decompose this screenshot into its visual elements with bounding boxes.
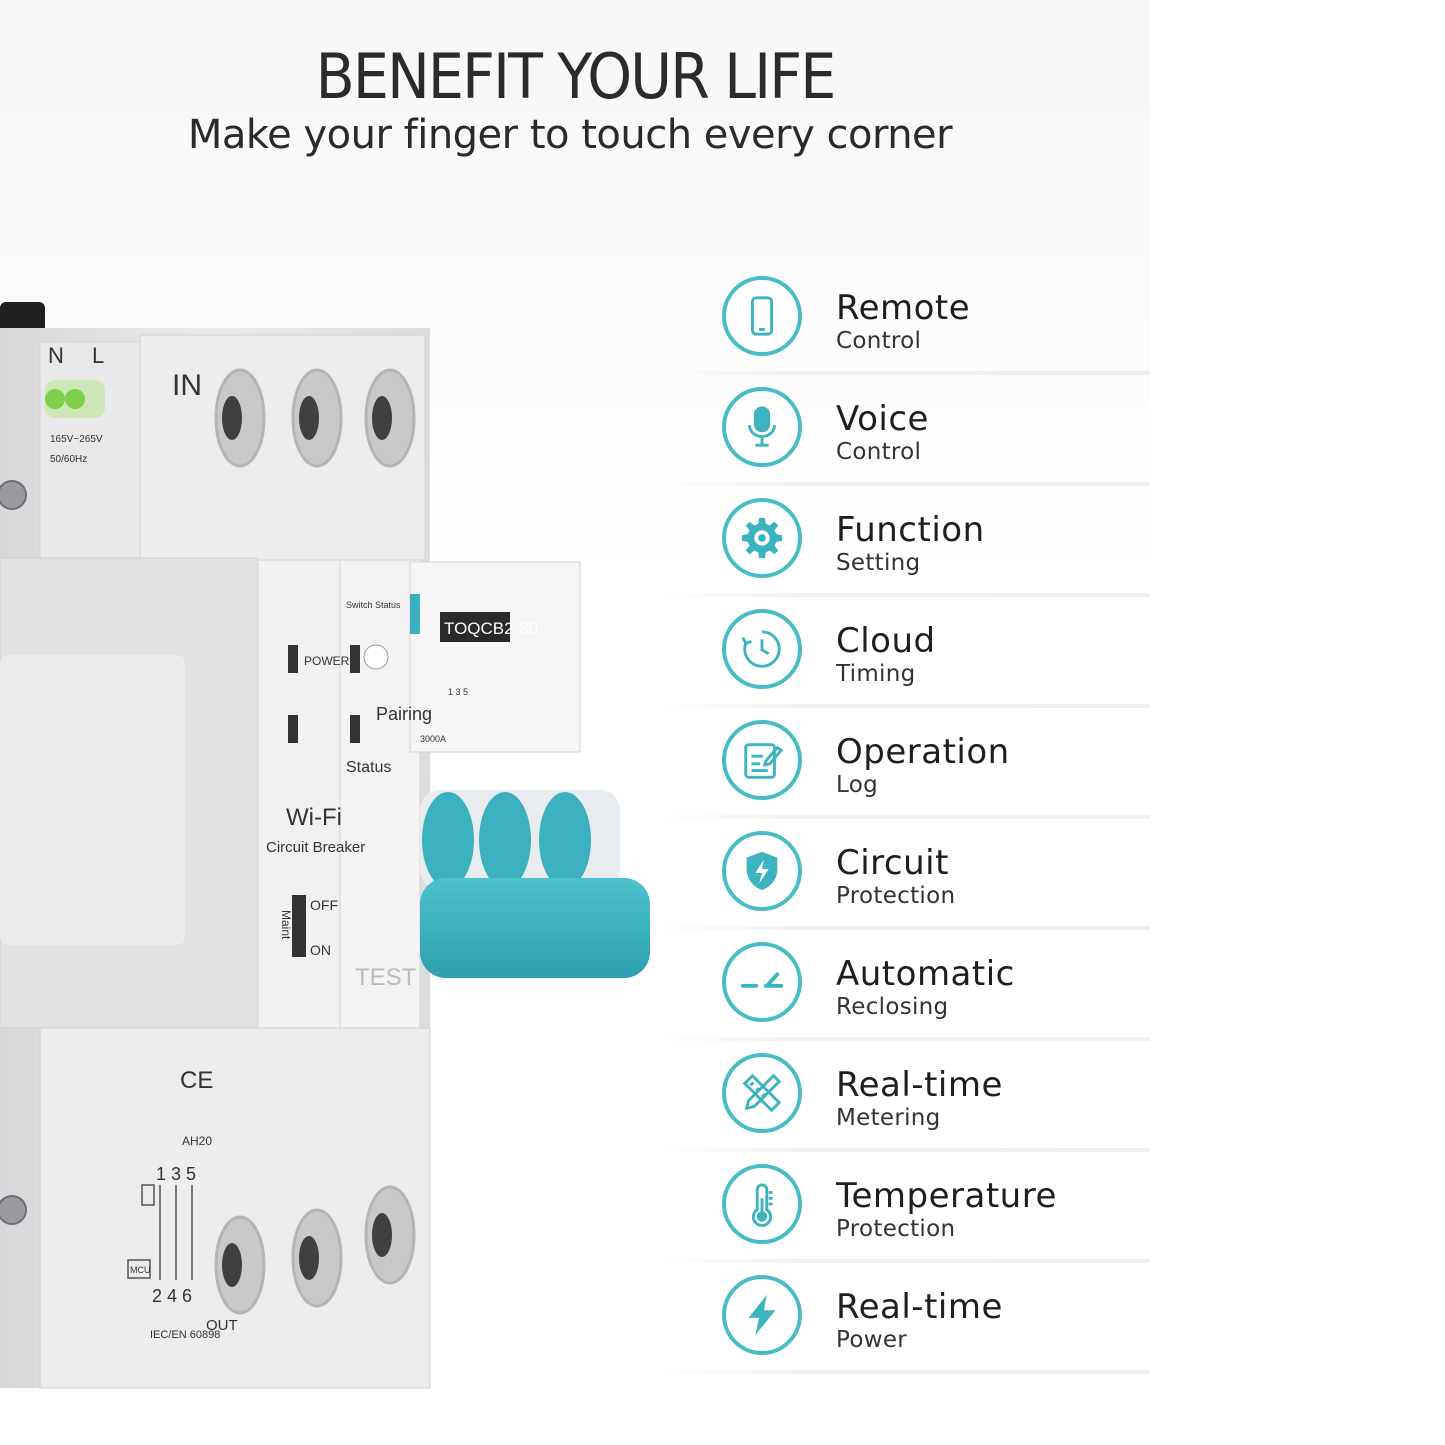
- phone-icon: [722, 276, 802, 356]
- feature-operation-log: Operation Log: [660, 714, 1150, 825]
- ruler-pencil-icon: [722, 1053, 802, 1133]
- feature-voice-control: Voice Control: [660, 381, 1150, 492]
- feature-list: Remote Control Voice Control Function Se…: [660, 270, 1150, 1380]
- feature-title: Function: [836, 510, 985, 550]
- circuit-breaker-image: N L IN 165V~265V 50/60Hz POWER Switch St…: [0, 280, 660, 1400]
- feature-subtitle: Setting: [836, 550, 921, 576]
- feature-subtitle: Power: [836, 1327, 908, 1353]
- feature-subtitle: Timing: [836, 661, 916, 687]
- feature-function-setting: Function Setting: [660, 492, 1150, 603]
- feature-title: Temperature: [836, 1176, 1057, 1216]
- feature-title: Circuit: [836, 843, 949, 883]
- divider: [660, 593, 1150, 597]
- label-model: TOQCB2-80: [444, 619, 538, 638]
- feature-subtitle: Metering: [836, 1105, 941, 1131]
- label-terminals-top-small: 1 3 5: [448, 687, 468, 697]
- feature-subtitle: Reclosing: [836, 994, 949, 1020]
- feature-subtitle: Protection: [836, 883, 956, 909]
- divider: [660, 482, 1150, 486]
- label-wifi: Wi-Fi: [286, 804, 342, 831]
- feature-title: Real-time: [836, 1065, 1003, 1105]
- feature-title: Real-time: [836, 1287, 1003, 1327]
- feature-title: Automatic: [836, 954, 1015, 994]
- divider: [660, 815, 1150, 819]
- divider: [660, 371, 1150, 375]
- label-mcu: MCU: [130, 1265, 151, 1275]
- feature-real-time-power: Real-time Power: [660, 1269, 1150, 1380]
- feature-title: Voice: [836, 399, 929, 439]
- label-in: IN: [172, 369, 202, 402]
- divider: [660, 1037, 1150, 1041]
- label-frequency: 50/60Hz: [50, 454, 87, 465]
- page-title: BENEFIT YOUR LIFE: [315, 40, 837, 113]
- shield-bolt-icon: [722, 831, 802, 911]
- feature-subtitle: Control: [836, 328, 922, 354]
- label-pairing: Pairing: [376, 704, 432, 724]
- label-off: OFF: [310, 897, 338, 913]
- feature-title: Cloud: [836, 621, 936, 661]
- feature-automatic-reclosing: Automatic Reclosing: [660, 936, 1150, 1047]
- feature-title: Remote: [836, 288, 971, 328]
- label-power: POWER: [304, 654, 350, 668]
- edit-log-icon: [722, 720, 802, 800]
- label-standard: IEC/EN 60898: [150, 1329, 220, 1341]
- label-on: ON: [310, 942, 331, 958]
- feature-subtitle: Log: [836, 772, 878, 798]
- label-n: N: [48, 343, 64, 368]
- feature-subtitle: Control: [836, 439, 922, 465]
- divider: [660, 704, 1150, 708]
- divider: [660, 926, 1150, 930]
- label-rating: 3000A: [420, 734, 446, 744]
- label-terminals-top: 1 3 5: [156, 1164, 196, 1184]
- switch-reclose-icon: [722, 942, 802, 1022]
- label-test: TEST: [355, 964, 417, 991]
- feature-circuit-protection: Circuit Protection: [660, 825, 1150, 936]
- feature-real-time-metering: Real-time Metering: [660, 1047, 1150, 1158]
- label-circuit-breaker: Circuit Breaker: [266, 839, 365, 856]
- label-out: OUT: [206, 1317, 238, 1334]
- label-voltage: 165V~265V: [50, 434, 103, 445]
- lightning-icon: [722, 1275, 802, 1355]
- label-terminals-bottom: 2 4 6: [152, 1286, 192, 1306]
- label-maint: Maint: [279, 910, 293, 940]
- label-status: Status: [346, 759, 391, 776]
- feature-cloud-timing: Cloud Timing: [660, 603, 1150, 714]
- divider: [660, 1370, 1150, 1374]
- divider: [660, 1148, 1150, 1152]
- label-l: L: [92, 343, 104, 368]
- thermometer-icon: [722, 1164, 802, 1244]
- feature-title: Operation: [836, 732, 1010, 772]
- divider: [660, 1259, 1150, 1263]
- page-subtitle: Make your finger to touch every corner: [187, 112, 953, 158]
- microphone-icon: [722, 387, 802, 467]
- timer-icon: [722, 609, 802, 689]
- label-ce: CE: [180, 1067, 213, 1094]
- label-ah20: AH20: [182, 1134, 212, 1148]
- feature-subtitle: Protection: [836, 1216, 956, 1242]
- feature-temperature-protection: Temperature Protection: [660, 1158, 1150, 1269]
- gear-icon: [722, 498, 802, 578]
- label-switch-status: Switch Status: [346, 600, 401, 610]
- feature-remote-control: Remote Control: [660, 270, 1150, 381]
